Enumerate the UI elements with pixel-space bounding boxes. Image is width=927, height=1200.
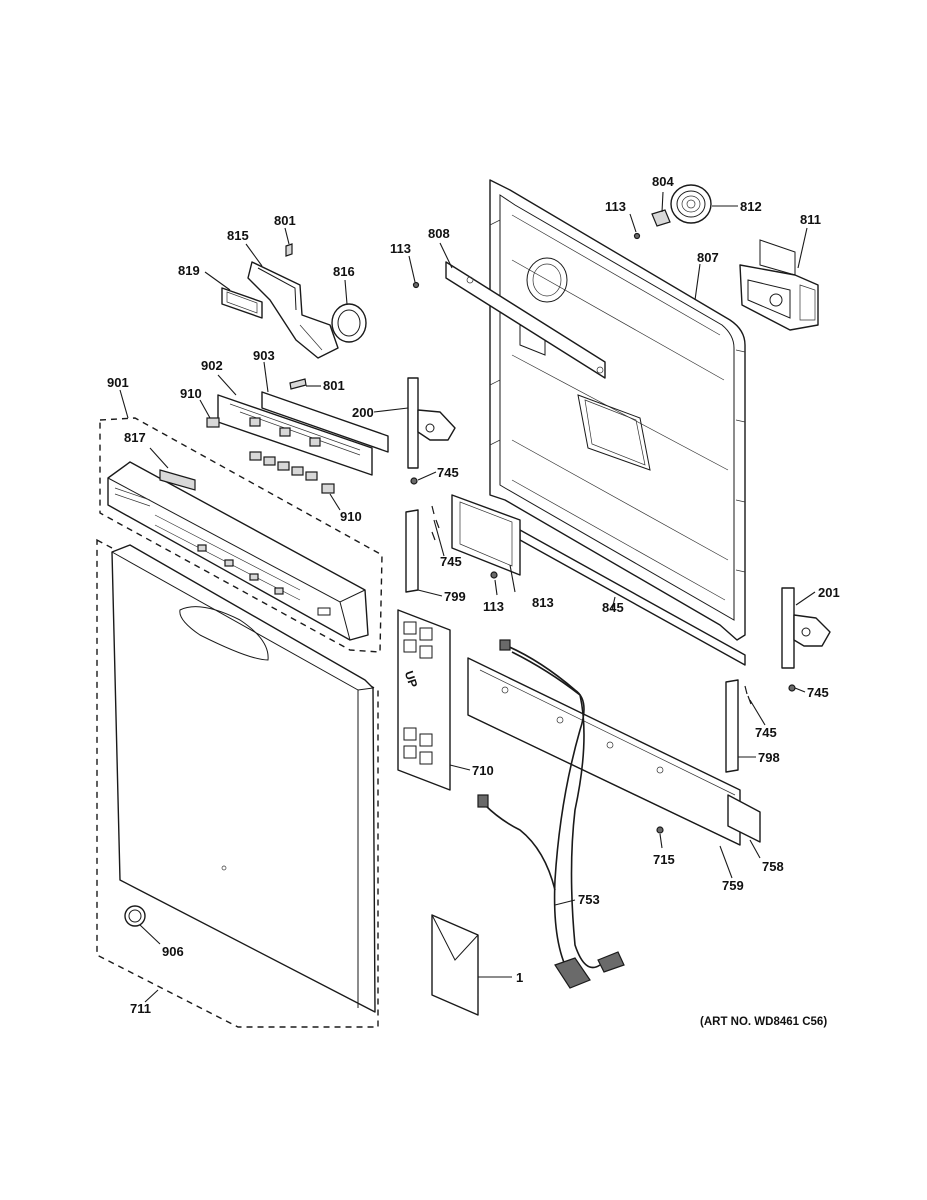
callout-817: 817 [124,430,146,445]
duct-gasket [221,287,263,319]
bottom-insulation [727,794,761,843]
ui-gasket-frame [451,494,521,576]
insulation-block: UP [397,609,451,791]
callout-745-a: 745 [437,465,459,480]
screw-715 [656,826,664,834]
callout-113-low: 113 [483,599,504,614]
door-bracket-left [405,509,419,593]
board-backing-plate [261,391,389,453]
callout-715: 715 [653,852,675,867]
callout-906: 906 [162,944,184,959]
callout-798: 798 [758,750,780,765]
screw-113-top [633,232,641,240]
callout-745-b: 745 [440,554,462,569]
callout-711: 711 [130,1001,151,1016]
callout-903: 903 [253,348,275,363]
callout-804: 804 [652,174,674,189]
logo-badge [124,905,146,927]
wire-harness [477,639,625,989]
door-hinge-right [781,587,831,669]
detergent-dispenser [739,239,819,331]
screws-745-b [431,505,440,541]
callout-901: 901 [107,375,129,390]
screws-745-d [744,685,752,705]
callout-845: 845 [602,600,624,615]
up-marking: UP [402,669,420,689]
callout-902: 902 [201,358,223,373]
callout-200: 200 [352,405,374,420]
screw-801-mid [289,378,307,390]
callout-710: 710 [472,763,494,778]
callout-801-mid: 801 [323,378,345,393]
callout-745-d: 745 [755,725,777,740]
callout-812: 812 [740,199,762,214]
duct-ring [331,303,367,343]
leader-lines [119,191,816,1003]
callout-759: 759 [722,878,744,893]
callout-799: 799 [444,589,466,604]
door-hinge-left [407,377,456,469]
callout-113-left: 113 [390,241,411,256]
outer-door-panel [111,544,376,1013]
callout-815: 815 [227,228,249,243]
callout-labels: 804 812 113 811 801 815 113 808 807 819 … [107,174,840,1016]
callout-816: 816 [333,264,355,279]
screw-113-low [490,571,498,579]
screw-745-a [410,477,418,485]
art-number: (ART NO. WD8461 C56) [700,1016,827,1028]
callout-808: 808 [428,226,450,241]
callout-819: 819 [178,263,200,278]
button-keys [206,417,335,494]
screw-113-left [412,281,420,289]
door-bracket-right [725,679,739,773]
bottom-trim-bar [467,657,741,846]
control-panel-group-outline [99,417,383,653]
control-panel [107,461,369,641]
callout-807: 807 [697,250,719,265]
screw-745-c [788,684,796,692]
vent-latch [651,209,671,227]
ui-control-board [217,394,373,476]
callout-745-c: 745 [807,685,829,700]
callout-201: 201 [818,585,840,600]
vent-duct [247,261,339,359]
callout-813: 813 [532,595,554,610]
vent-bracket [445,261,606,379]
callout-801-top: 801 [274,213,296,228]
callout-1: 1 [516,970,523,985]
screw-801-top [285,243,293,257]
callout-758: 758 [762,859,784,874]
callout-910-low: 910 [340,509,362,524]
callout-910-top: 910 [180,386,202,401]
callout-811: 811 [800,212,821,227]
door-inner-panel [489,179,746,641]
vent-grille [670,184,712,224]
literature-envelope [431,914,479,1016]
callout-113-top: 113 [605,199,626,214]
callout-753: 753 [578,892,600,907]
